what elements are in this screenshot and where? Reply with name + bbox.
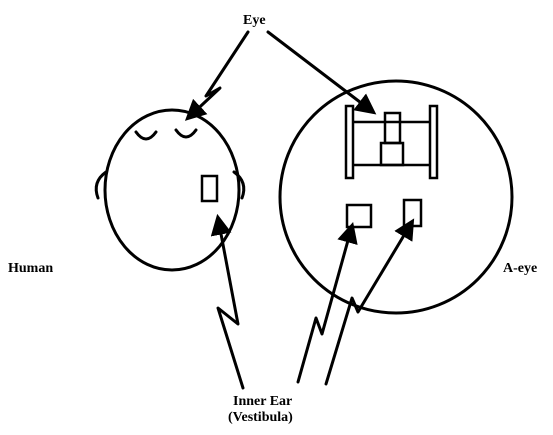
human-label: Human (8, 261, 53, 276)
human-left-eye (134, 130, 158, 141)
vestibula-label: (Vestibula) (228, 410, 293, 425)
a-eye-label: A-eye (503, 261, 537, 276)
eye-to-a-eye-arrow (266, 30, 377, 115)
camera-right-post (428, 104, 439, 180)
eye-label: Eye (243, 13, 266, 28)
head-outline (103, 108, 241, 272)
human-right-ear (232, 170, 246, 200)
inner-ear-to-a-eye-right-arrow (324, 218, 415, 386)
human-right-eye (174, 128, 198, 139)
inner-ear-label: Inner Ear (233, 394, 292, 409)
a-eye-inner-ear-left (345, 203, 373, 229)
a-eye-outline (278, 79, 514, 315)
human-head (94, 108, 246, 272)
human-inner-ear (200, 174, 219, 203)
a-eye-device (278, 79, 514, 315)
human-left-ear (94, 170, 108, 200)
camera-lens-body (379, 141, 405, 167)
inner-ear-to-human-arrow (210, 213, 245, 390)
camera-lens-top (383, 111, 402, 145)
camera-left-post (344, 104, 355, 180)
eye-to-human-arrow (184, 30, 250, 121)
inner-ear-to-a-eye-left-arrow (296, 221, 358, 384)
